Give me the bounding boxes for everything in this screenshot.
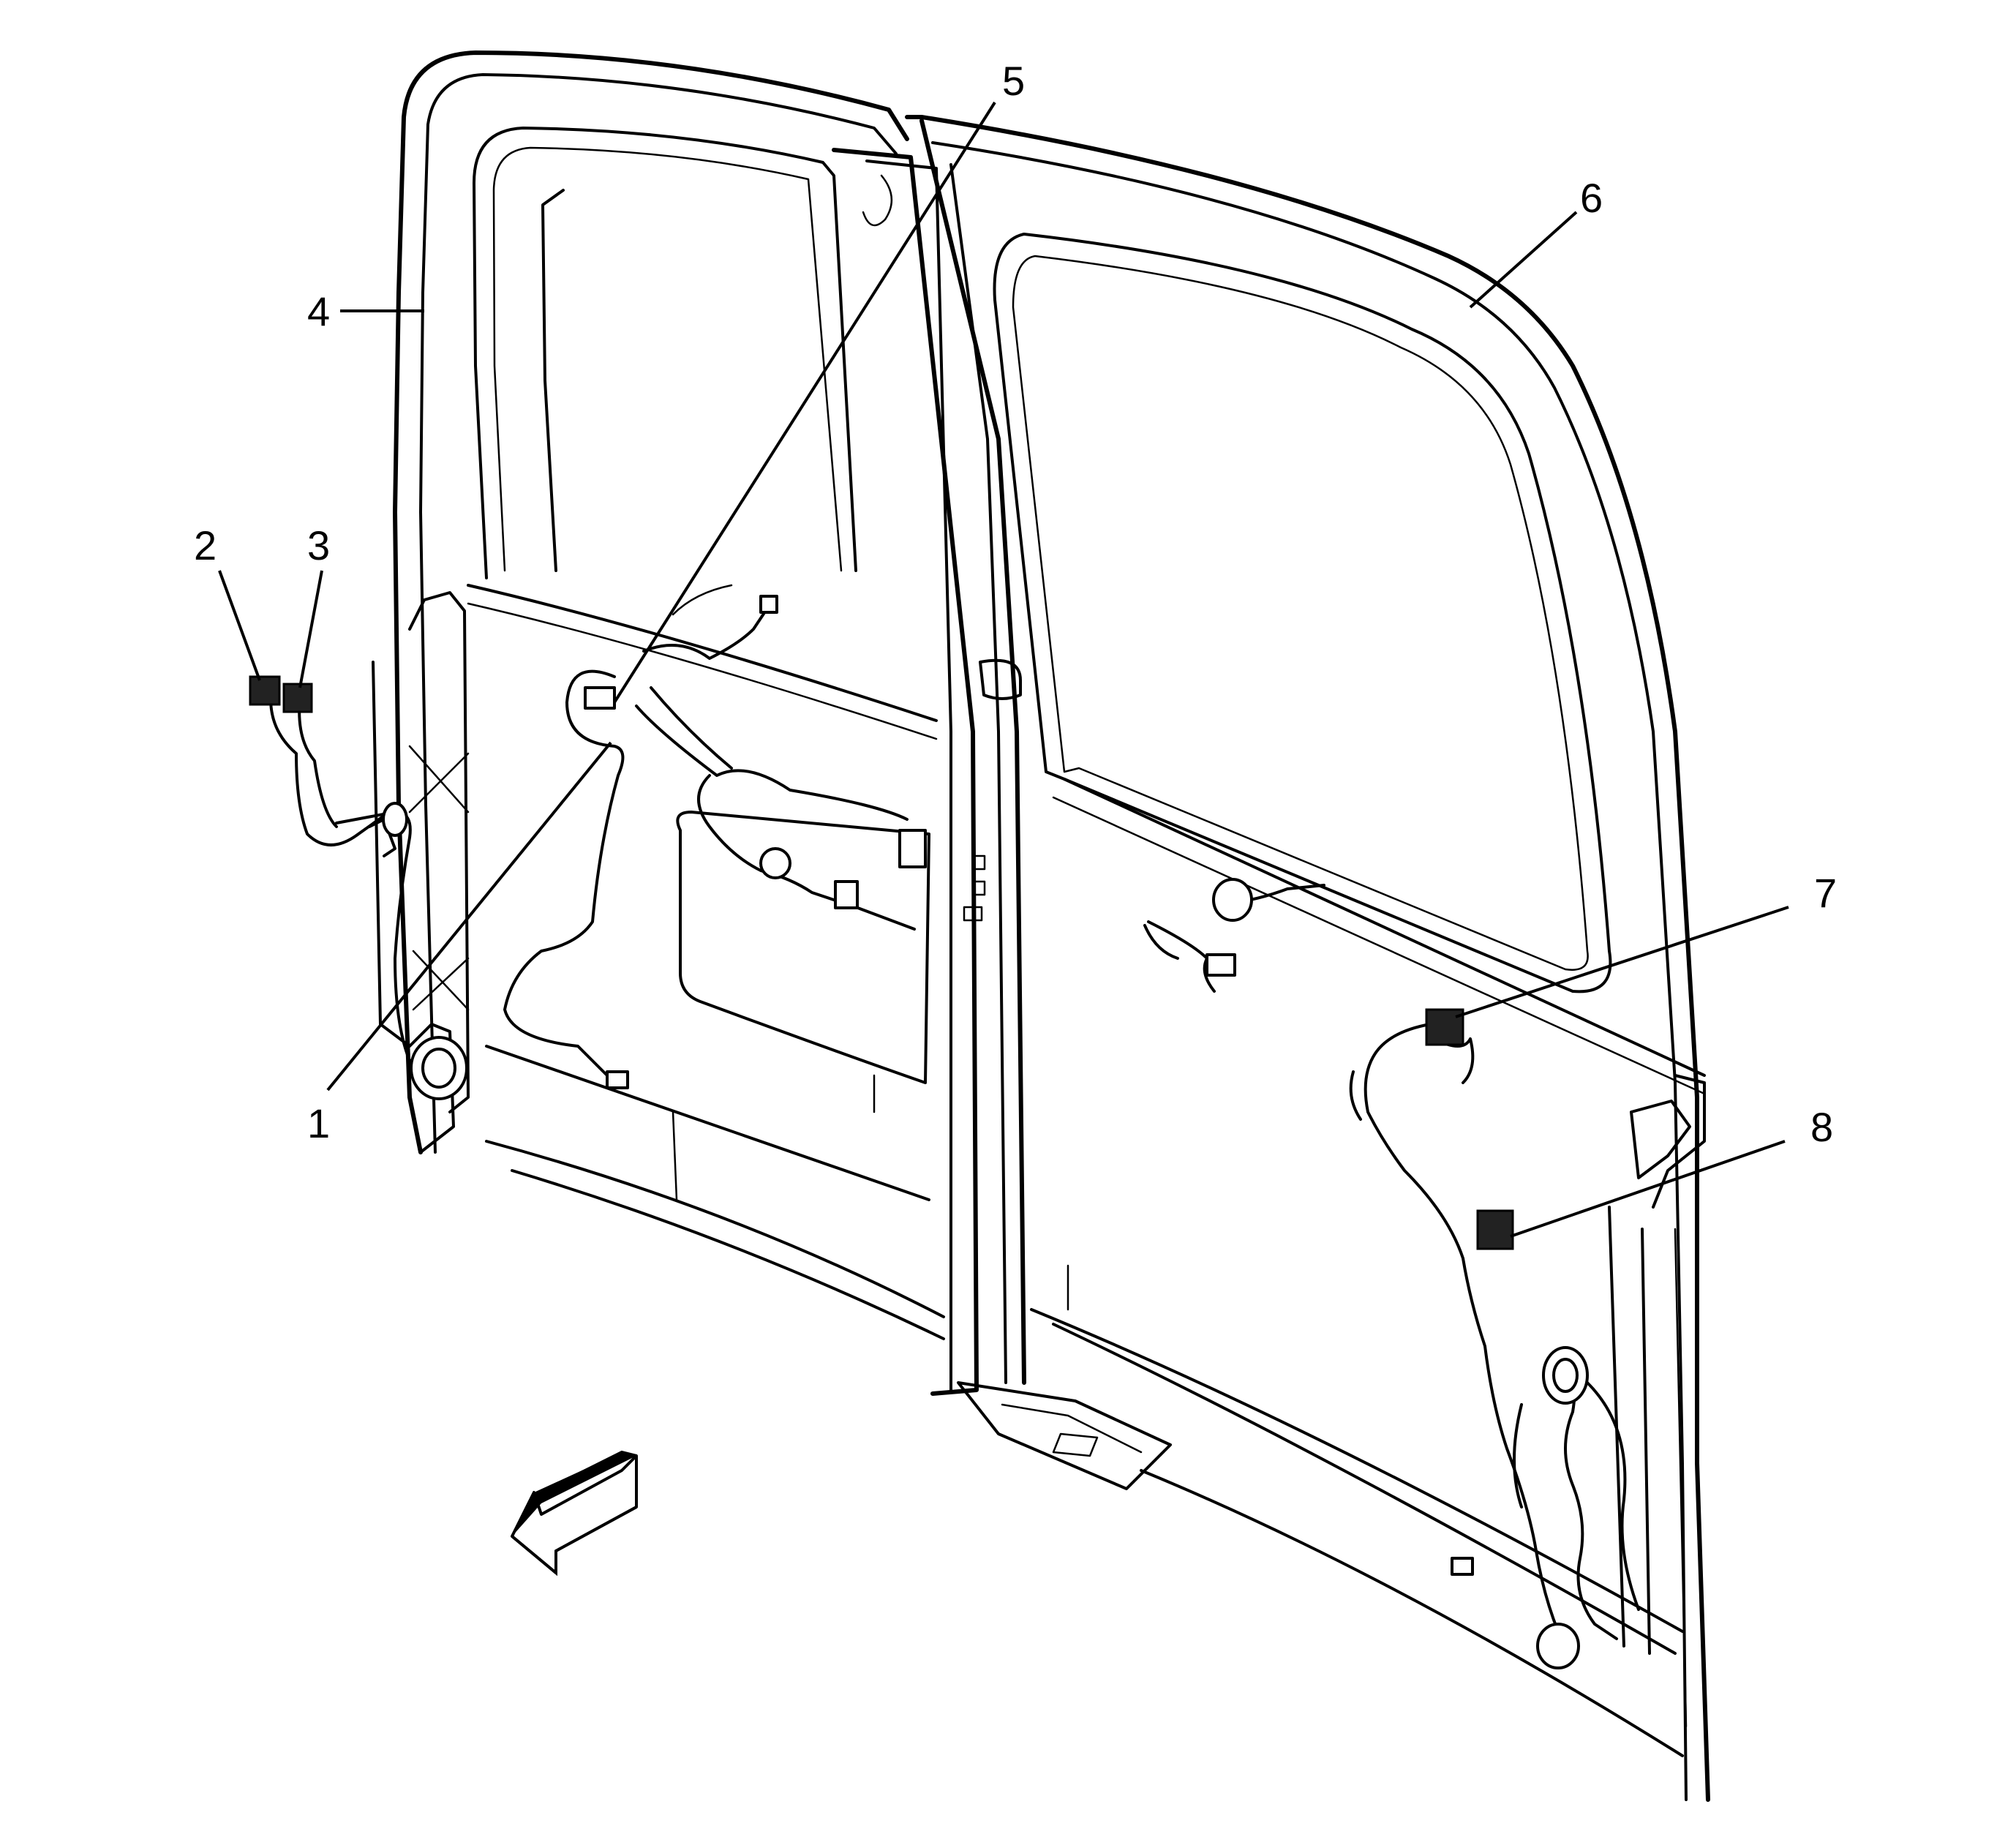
callout-5: 5 [1002,58,1025,104]
rear-door [905,115,1710,1802]
leader-5 [613,101,996,704]
front-direction-arrow-icon [511,1450,638,1577]
leader-6 [1469,211,1578,309]
callout-1: 1 [307,1100,330,1146]
hinge-harness [249,675,412,1062]
callout-8: 8 [1810,1104,1833,1150]
callout-6: 6 [1580,175,1603,221]
callout-labels: 1 2 3 4 5 6 7 8 [194,58,1837,1150]
leader-7 [1455,906,1789,1018]
callout-7: 7 [1814,870,1837,916]
leader-8 [1510,1140,1786,1238]
leader-2 [218,570,261,681]
leader-1 [326,741,612,1092]
leader-3 [298,570,323,688]
callout-2: 2 [194,522,217,568]
leader-lines [218,101,1789,1238]
callout-3: 3 [307,522,330,568]
callout-4: 4 [307,288,330,334]
front-door-harness [410,584,927,1100]
rear-door-harness [1143,878,1640,1669]
front-door [372,50,979,1396]
